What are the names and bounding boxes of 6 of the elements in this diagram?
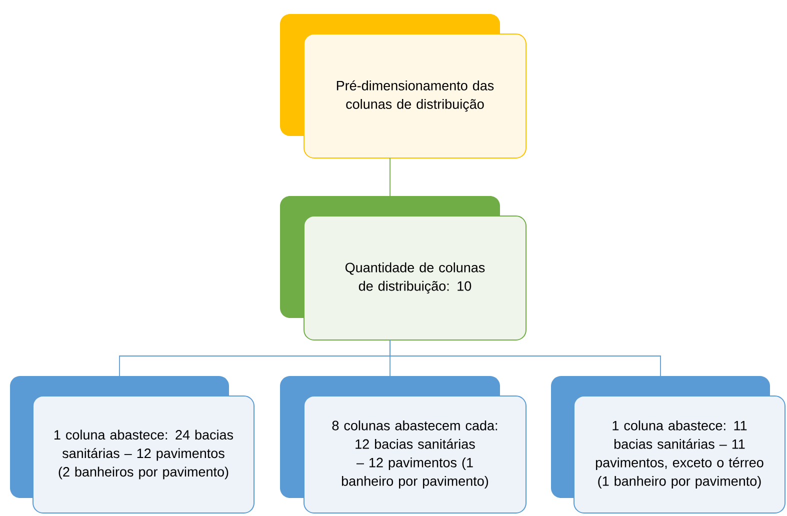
text-box: 1 coluna abastece: 11 bacias sanitárias – 11 pavimentos, exceto o térreo (1 banheiro por pavimento) [551, 376, 786, 514]
connector-line [390, 340, 661, 376]
text-box: Pré-dimensionamento das colunas de distribuição [280, 14, 526, 158]
text-box: 1 coluna abastece: 24 bacias sanitárias – 12 pavimentos (2 banheiros por pavimento) [10, 376, 254, 514]
text-box: 8 colunas abastecem cada: 12 bacias sanitárias – 12 pavimentos (1 banheiro por pavimento) [280, 376, 526, 514]
text-box: Quantidade de colunas de distribuição: 10 [280, 196, 526, 340]
